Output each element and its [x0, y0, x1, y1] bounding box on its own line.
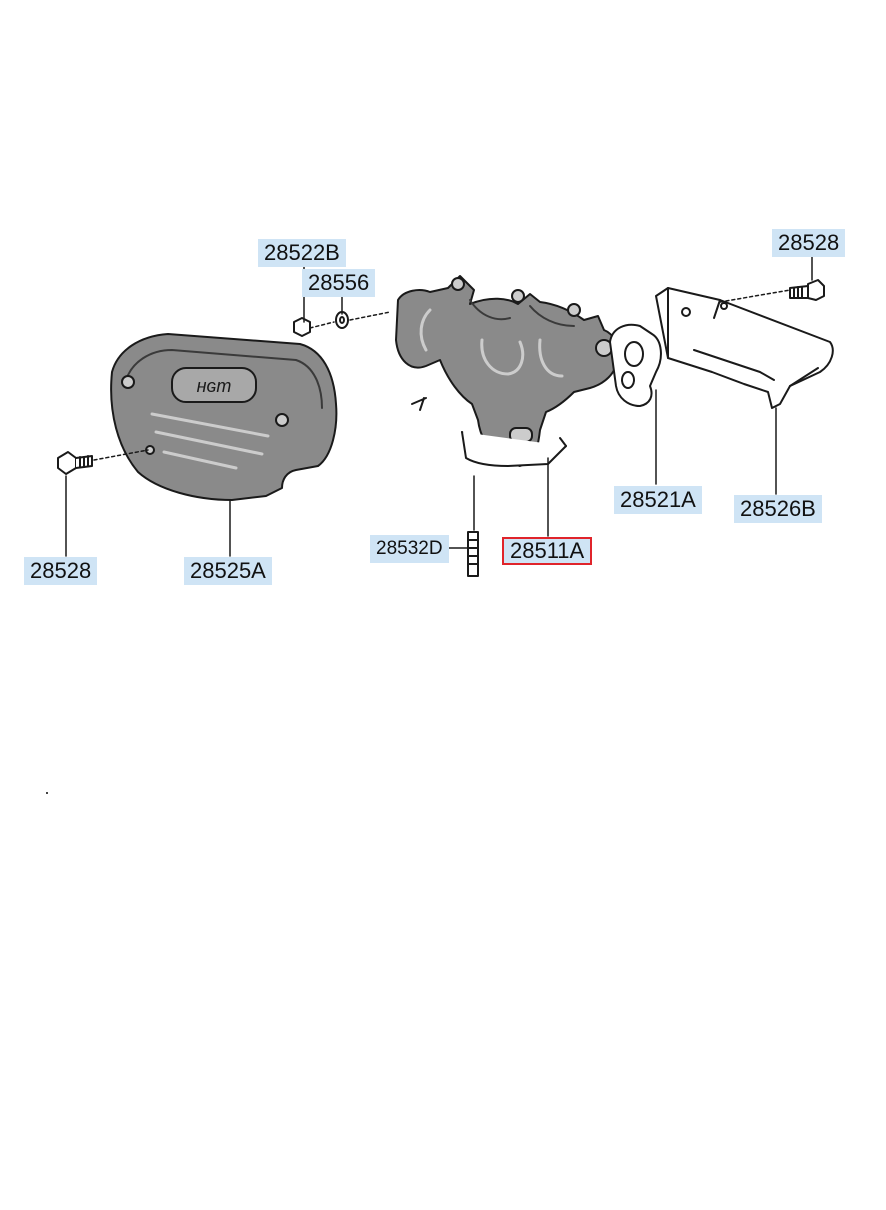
- callout-28522b[interactable]: 28522B: [258, 239, 346, 267]
- stray-mark: [46, 792, 48, 794]
- stud-part[interactable]: [467, 531, 479, 577]
- heat-shield-part[interactable]: ʜɢт: [110, 333, 338, 501]
- heat-protector-part[interactable]: [655, 287, 834, 409]
- exhaust-manifold-part[interactable]: [395, 275, 620, 467]
- callout-28532d[interactable]: 28532D: [370, 535, 449, 563]
- bolt-part-right[interactable]: [789, 279, 825, 301]
- nut-part[interactable]: [293, 317, 311, 337]
- gasket-part[interactable]: [609, 323, 662, 407]
- shield-emblem-logo: ʜɢт: [197, 376, 232, 396]
- callout-28526b[interactable]: 28526B: [734, 495, 822, 523]
- callout-28525a[interactable]: 28525A: [184, 557, 272, 585]
- callout-28556[interactable]: 28556: [302, 269, 376, 297]
- callout-28528-top[interactable]: 28528: [772, 229, 846, 257]
- bolt-part[interactable]: [57, 451, 93, 475]
- callout-28511a-selected[interactable]: 28511A: [502, 537, 593, 565]
- callout-28528-left[interactable]: 28528: [24, 557, 98, 585]
- callout-28521a[interactable]: 28521A: [614, 486, 702, 514]
